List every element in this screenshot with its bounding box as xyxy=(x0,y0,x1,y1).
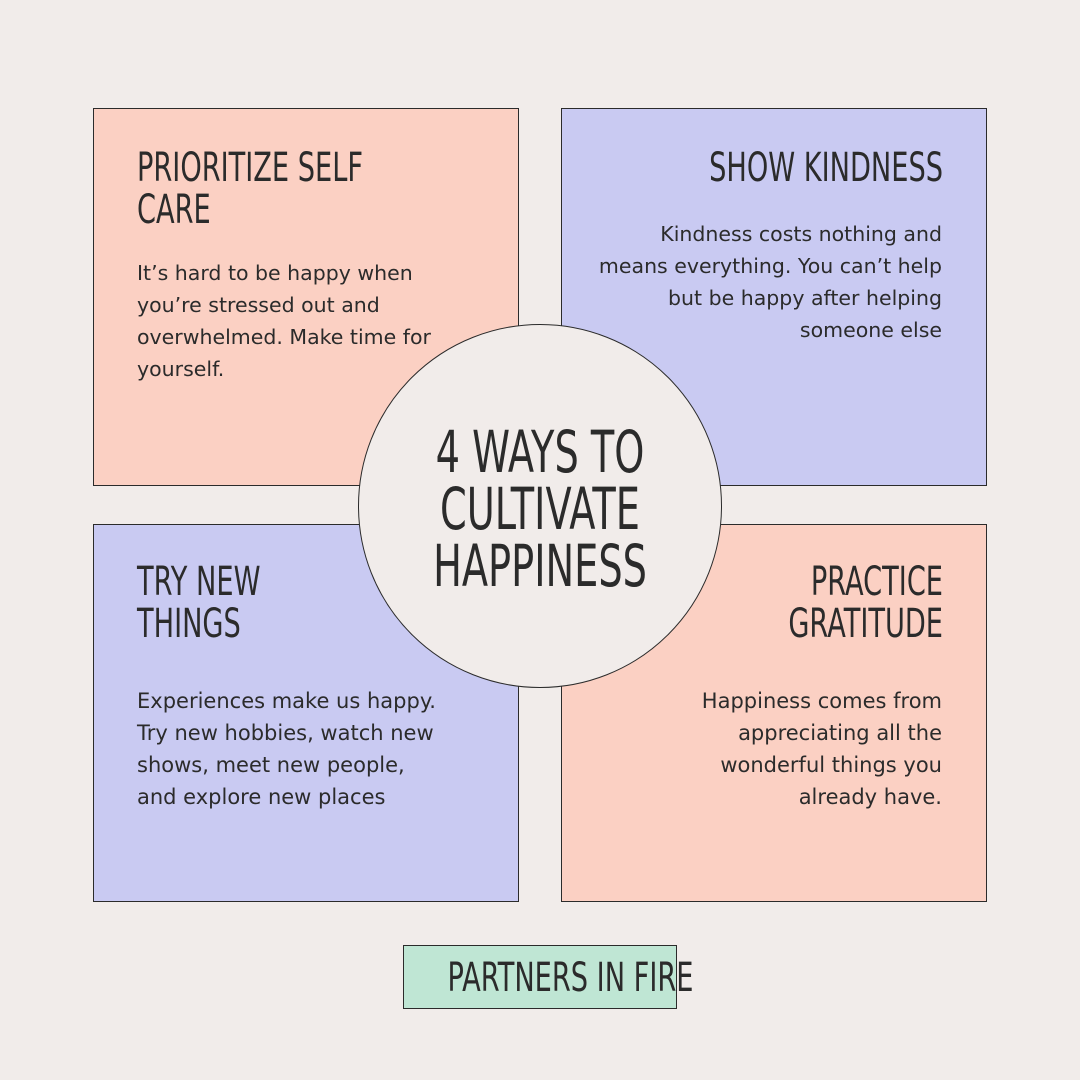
card-body: Kindness costs nothing and means everyth… xyxy=(598,222,942,342)
card-title: SHOW KINDNESS xyxy=(709,145,943,191)
card-body: Experiences make us happy. Try new hobbi… xyxy=(137,689,436,809)
card-title: TRY NEW THINGS xyxy=(137,559,261,647)
center-circle: 4 WAYS TO CULTIVATE HAPPINESS xyxy=(358,324,722,688)
brand-label: PARTNERS IN FIRE xyxy=(447,955,694,1001)
card-prioritize-self-care: PRIORITIZE SELF CARE It’s hard to be hap… xyxy=(93,108,519,486)
card-body: Happiness comes from appreciating all th… xyxy=(701,689,942,809)
card-body: It’s hard to be happy when you’re stress… xyxy=(137,261,431,381)
brand-badge: PARTNERS IN FIRE xyxy=(403,945,694,1009)
card-title: PRIORITIZE SELF CARE xyxy=(137,145,364,233)
main-title: 4 WAYS TO CULTIVATE HAPPINESS xyxy=(433,418,647,600)
card-title: PRACTICE GRATITUDE xyxy=(788,559,943,647)
